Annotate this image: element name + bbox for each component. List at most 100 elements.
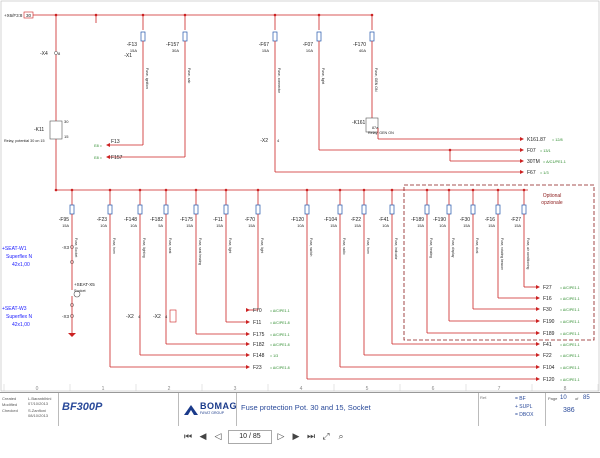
xref: = A/C/PE1.1 xyxy=(560,343,580,347)
fuse-symbol xyxy=(337,204,343,215)
project-name: BF300P xyxy=(62,401,103,413)
bottom-fuse-desc: Fuse, seat xyxy=(168,238,172,253)
top-fuse-desc: Fuse, light xyxy=(321,68,325,84)
page-number: 10 xyxy=(560,395,567,401)
fuse-symbol xyxy=(369,31,375,42)
junction-dot xyxy=(425,188,429,192)
junction-dot xyxy=(448,148,452,152)
arrow-icon xyxy=(246,353,250,357)
fuse-symbol xyxy=(137,204,143,215)
bottom-fuse-amp: 10A xyxy=(100,224,107,228)
xref: = 1/3 xyxy=(270,354,278,358)
fuse-symbol xyxy=(69,204,75,215)
output-ref: F07 xyxy=(527,148,536,154)
output-ref: F190 xyxy=(543,319,555,325)
previous-page-icon[interactable]: ◀ xyxy=(199,432,207,442)
x4-terminal xyxy=(54,51,58,55)
bottom-fuse-ref: -F189 xyxy=(411,217,424,223)
bottom-fuse-amp: 15A xyxy=(488,224,495,228)
bottom-fuse-desc: Fuse, display xyxy=(451,238,455,258)
top-fuse-desc: Fuse, GEN ON xyxy=(374,68,378,92)
x2-ref: -X2 xyxy=(260,138,268,144)
top-fuse-amp: 10A xyxy=(306,48,313,53)
output-ref: F182 xyxy=(253,342,265,348)
junction-dot xyxy=(522,188,526,192)
socket-ref: +SEAT-X5 xyxy=(74,282,95,287)
bottom-fuse-desc: Fuse, dust xyxy=(475,238,479,253)
fuse-symbol xyxy=(389,204,395,215)
search-icon[interactable]: ⌕ xyxy=(338,432,344,442)
bottom-fuse-desc: Fuse, air conditioning xyxy=(526,238,530,270)
junction-dot xyxy=(54,188,58,192)
page-number-input[interactable]: 10 / 85 xyxy=(228,430,272,444)
output-ref: F157 xyxy=(111,155,123,161)
top-fuse-desc: Fuse, ignition xyxy=(145,68,149,89)
fuse-symbol xyxy=(446,204,452,215)
bottom-fuse-ref: -F70 xyxy=(245,217,256,223)
last-page-icon[interactable]: ⏭ xyxy=(306,432,316,442)
bottom-fuse-ref: -F16 xyxy=(485,217,496,223)
bottom-fuse-ref: -F23 xyxy=(97,217,108,223)
bottom-fuse-amp: 15A xyxy=(514,224,521,228)
zoom-out-icon[interactable]: ◁ xyxy=(214,432,222,442)
optional-label: Optional xyxy=(543,193,562,199)
junction-dot xyxy=(141,13,145,17)
junction-dot xyxy=(447,188,451,192)
seat-w1-term: -X3 xyxy=(62,245,70,250)
fuse-symbol xyxy=(361,204,367,215)
output-ref: F70 xyxy=(253,308,262,314)
next-page-icon[interactable]: ▶ xyxy=(292,432,300,442)
bottom-fuse-ref: -F95 xyxy=(59,217,70,223)
junction-dot xyxy=(224,188,228,192)
checked-name: S.Zanfloni xyxy=(28,408,47,413)
output-ref: F148 xyxy=(253,353,265,359)
arrow-icon xyxy=(246,342,250,346)
x1-ref: -X1 xyxy=(124,53,132,59)
seat-w3-term: -X3 xyxy=(62,314,70,319)
xref: = A/C/PE1.1 xyxy=(560,297,580,301)
junction-dot xyxy=(256,188,260,192)
k11-pin-top: 30 xyxy=(64,119,69,124)
fullscreen-icon[interactable]: ⤢ xyxy=(322,432,330,442)
title-block: Created L.Baranblhini 07/10/2013 Modifie… xyxy=(0,392,600,427)
created-label: Created xyxy=(2,396,17,401)
bottom-fuse-amp: 10A xyxy=(130,224,137,228)
top-fuse-desc: Fuse, connector xyxy=(277,68,281,94)
xref: = A/C/PE1.1 xyxy=(560,366,580,370)
arrow-icon xyxy=(520,170,524,174)
bottom-fuse-ref: -F11 xyxy=(213,217,223,223)
fuse-symbol xyxy=(316,31,322,42)
bottom-fuse-amp: 15A xyxy=(354,224,361,228)
k161-relay xyxy=(365,117,379,133)
top-fuse-ref: -F13 xyxy=(127,42,138,48)
socket-icon xyxy=(73,290,81,298)
bottom-fuse-amp: 15A xyxy=(417,224,424,228)
created-date: 07/10/2013 xyxy=(28,401,49,406)
xref: = 1/3 xyxy=(540,171,549,175)
output-ref: F189 xyxy=(543,331,555,337)
bottom-fuse-ref: -F104 xyxy=(324,217,337,223)
zoom-in-icon[interactable]: ▷ xyxy=(277,432,285,442)
output-ref: 30TM xyxy=(527,159,540,165)
bottom-fuse-ref: -F27 xyxy=(511,217,522,223)
first-page-icon[interactable]: ⏮ xyxy=(183,432,193,442)
junction-dot xyxy=(70,188,74,192)
output-ref: F30 xyxy=(543,307,552,313)
code-plant: = BF xyxy=(515,396,526,402)
k11-relay xyxy=(49,120,63,140)
k161-pin: 87a xyxy=(372,126,379,130)
output-ref: F27 xyxy=(543,285,552,291)
k161-ref: -K161 xyxy=(352,120,366,126)
junction-dot xyxy=(317,13,321,17)
junction-dot xyxy=(54,13,58,17)
output-ref: F23 xyxy=(253,365,262,371)
arrow-icon xyxy=(520,159,524,163)
arrow-icon xyxy=(246,308,250,312)
junction-dot xyxy=(94,13,98,17)
ground-icon xyxy=(68,333,76,337)
column-number: 1 xyxy=(102,386,105,392)
checked-date: 08/10/2013 xyxy=(28,413,49,418)
output-ref: F120 xyxy=(543,377,555,383)
arrow-icon xyxy=(246,320,250,324)
